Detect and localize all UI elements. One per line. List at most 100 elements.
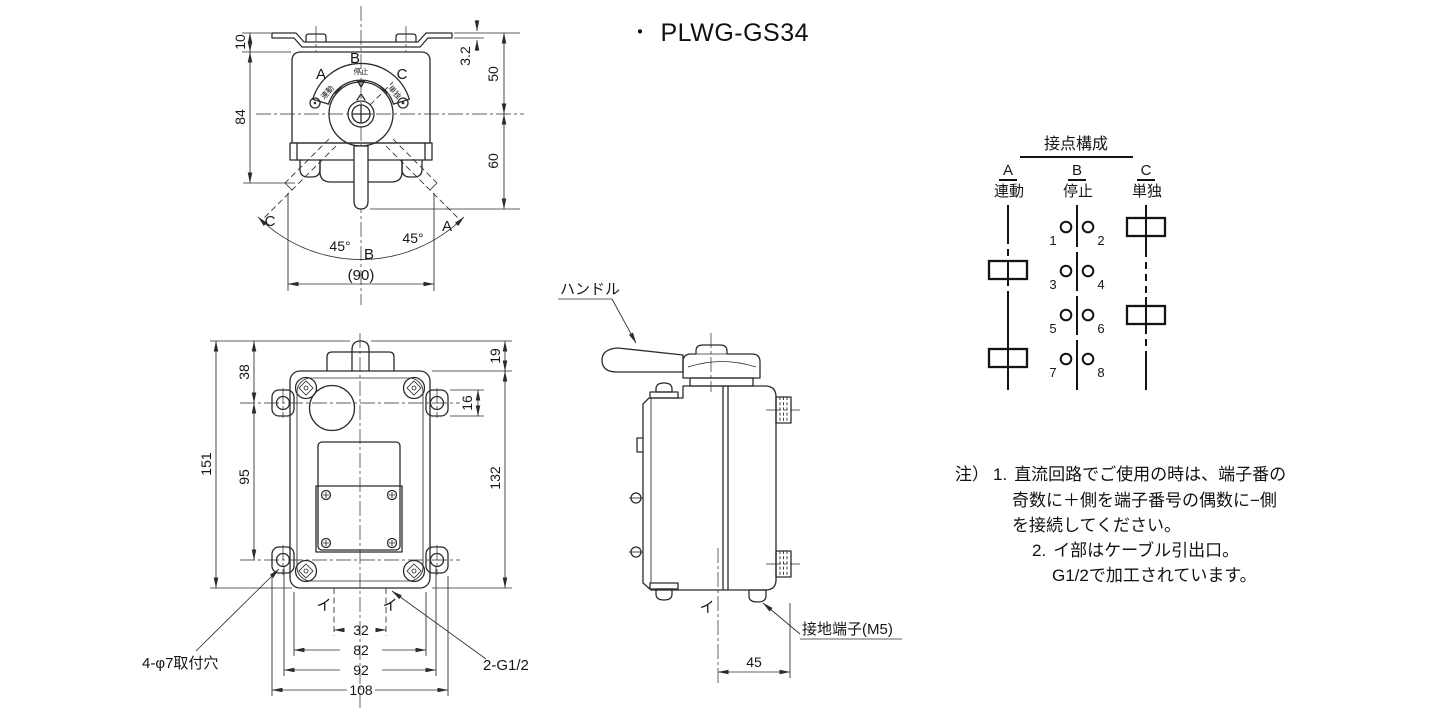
conduit-callout: 2-G1/2: [391, 590, 529, 674]
svg-text:32: 32: [353, 622, 369, 638]
note-1-text-1: 直流回路でご使用の時は、端子番の: [1014, 465, 1287, 484]
handle-blade: [601, 347, 684, 373]
side-cable-entry-label: イ: [699, 599, 714, 616]
dim-108: 108: [271, 576, 449, 698]
svg-text:10: 10: [232, 34, 248, 50]
dim-82: 82: [293, 592, 427, 658]
svg-text:2-G1/2: 2-G1/2: [483, 657, 529, 674]
position-b-label: B: [350, 50, 360, 67]
cable-entry-left-label: イ: [316, 597, 331, 614]
dim-19: 19: [371, 340, 512, 372]
note-2-text-1: イ部はケーブル引出口。: [1053, 541, 1240, 560]
handle-boss: [326, 340, 395, 372]
dim-151: 151: [198, 340, 350, 589]
swing-c-label: C: [265, 213, 276, 230]
model-number: PLWG-GS34: [660, 19, 810, 47]
dial-stop-label: 停止: [354, 66, 369, 76]
terminal-8: 8: [1097, 365, 1104, 380]
svg-text:接地端子(M5): 接地端子(M5): [802, 621, 893, 638]
position-a-label: A: [316, 66, 326, 83]
col-a-letter: A: [1003, 162, 1013, 179]
note-1-text-2: 奇数に＋側を端子番号の偶数に−側: [1012, 491, 1277, 510]
enclosure-body: [289, 370, 431, 589]
svg-text:3.2: 3.2: [457, 46, 473, 66]
terminal-2: 2: [1097, 233, 1104, 248]
swing-b-label: B: [364, 246, 374, 263]
side-view: ハンドル: [558, 281, 902, 686]
terminal-6: 6: [1097, 321, 1104, 336]
dim-50: 50: [485, 32, 507, 115]
dim-32: 32: [333, 622, 387, 638]
svg-text:151: 151: [198, 452, 214, 476]
col-c-name: 単独: [1132, 183, 1162, 200]
column-c-contacts: [1125, 205, 1167, 390]
lever-swing-range: [257, 138, 465, 260]
svg-text:108: 108: [349, 682, 373, 698]
terminal-4: 4: [1097, 277, 1104, 292]
nameplate: [315, 441, 403, 553]
cable-gland-bosses: [766, 396, 800, 578]
dim-60: 60: [370, 113, 520, 210]
angle-right-label: 45°: [402, 230, 423, 246]
front-view: イ イ 32 82 92 108 151: [142, 333, 529, 710]
col-b-letter: B: [1072, 162, 1082, 179]
svg-text:4-φ7取付穴: 4-φ7取付穴: [142, 655, 218, 672]
lever-handle: [353, 145, 369, 210]
conduit-knockout: [308, 384, 356, 432]
dim-90: (90): [287, 193, 435, 291]
svg-text:38: 38: [236, 364, 252, 380]
top-view: A B C 停止 連動 単独 C A B 45° 45° (90) 10 84: [232, 6, 524, 305]
svg-text:84: 84: [232, 109, 248, 125]
dim-132: 132: [432, 370, 512, 589]
note-1-text-3: を接続してください。: [1012, 516, 1181, 535]
col-a-name: 連動: [994, 183, 1024, 200]
svg-text:ハンドル: ハンドル: [560, 281, 620, 298]
mounting-bracket: [271, 32, 453, 48]
title-bullet: ・: [630, 22, 651, 44]
svg-text:95: 95: [236, 469, 252, 485]
cover-screws: [294, 376, 426, 583]
svg-text:19: 19: [487, 348, 503, 364]
svg-text:(90): (90): [348, 267, 375, 284]
note-2-number: 2.: [1032, 541, 1047, 560]
earth-terminal-callout: 接地端子(M5): [762, 602, 902, 640]
terminal-3: 3: [1049, 277, 1056, 292]
note-prefix: 注）: [955, 465, 989, 484]
note-line-3: を接続してください。: [1012, 515, 1181, 536]
dial-plate: [309, 62, 410, 109]
terminal-1: 1: [1049, 233, 1056, 248]
contact-title: 接点構成: [1044, 135, 1108, 153]
position-c-label: C: [397, 66, 408, 83]
svg-text:92: 92: [353, 662, 369, 678]
note-line-5: G1/2で加工されています。: [1052, 565, 1257, 586]
col-c-letter: C: [1141, 162, 1152, 179]
svg-text:82: 82: [353, 642, 369, 658]
note-2-text-2: G1/2で加工されています。: [1052, 566, 1257, 585]
dim-92: 92: [283, 566, 437, 678]
cable-entry-right-label: イ: [382, 597, 397, 614]
handle-cap: [682, 344, 761, 387]
contact-diagram: 接点構成 A 連動 B 停止 C 単独: [987, 135, 1167, 390]
earth-terminal: [748, 589, 767, 603]
dim-10: 10: [232, 32, 291, 53]
dim-16: 16: [450, 389, 484, 417]
dim-45: 45: [717, 603, 791, 678]
column-a-contacts: [987, 205, 1029, 390]
svg-text:45: 45: [746, 654, 762, 670]
svg-text:60: 60: [485, 153, 501, 169]
column-b-contacts: 1 2 3 4 5 6 7 8: [1049, 205, 1105, 390]
col-b-name: 停止: [1063, 183, 1093, 200]
svg-text:50: 50: [485, 66, 501, 82]
note-line-4: 2. イ部はケーブル引出口。: [1032, 540, 1239, 561]
dim-38: 38: [236, 340, 257, 404]
terminal-7: 7: [1049, 365, 1056, 380]
angle-left-label: 45°: [329, 238, 350, 254]
svg-text:132: 132: [487, 466, 503, 490]
mount-holes-callout: 4-φ7取付穴: [142, 568, 280, 672]
svg-text:16: 16: [459, 395, 475, 411]
dim-95: 95: [236, 402, 257, 561]
terminal-5: 5: [1049, 321, 1056, 336]
handle-callout: ハンドル: [558, 281, 637, 344]
